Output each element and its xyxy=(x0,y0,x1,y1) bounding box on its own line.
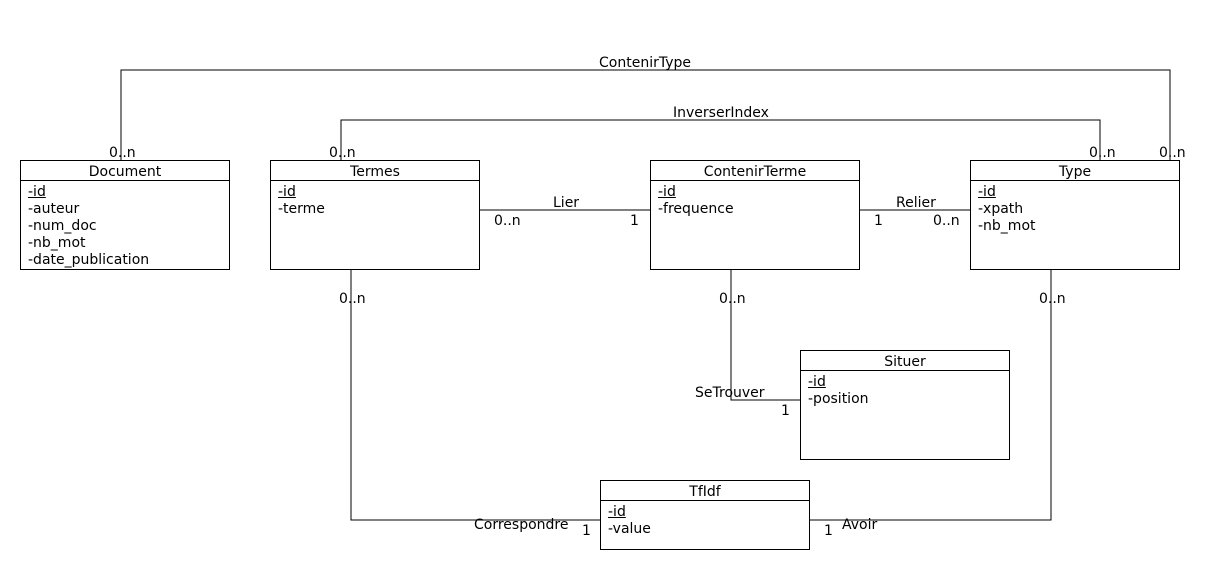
avoir-line xyxy=(810,270,1052,521)
cardinality-contenirtype-document: 0..n xyxy=(109,145,136,161)
cardinality-setrouver-contenirterme: 0..n xyxy=(719,291,746,307)
attribute-xpath: -xpath xyxy=(978,201,1024,217)
relation-name-lier: Lier xyxy=(553,195,580,211)
relation-name-contenirtype: ContenirType xyxy=(599,55,691,71)
cardinality-avoir-tfidf: 1 xyxy=(824,523,833,539)
relation-name-setrouver: SeTrouver xyxy=(695,385,765,401)
attribute-frequence: -frequence xyxy=(658,201,734,217)
attribute-nb-mot: -nb_mot xyxy=(978,218,1036,234)
attribute-id: -id xyxy=(278,184,296,200)
entity-title: ContenirTerme xyxy=(651,161,859,181)
relation-name-avoir: Avoir xyxy=(842,517,878,533)
attribute-num-doc: -num_doc xyxy=(28,218,97,234)
cardinality-setrouver-situer: 1 xyxy=(781,403,790,419)
attribute-id: -id xyxy=(608,504,626,520)
attribute-id: -id xyxy=(658,184,676,200)
attribute-id: -id xyxy=(978,184,996,200)
cardinality-contenirtype-type: 0..n xyxy=(1159,145,1186,161)
cardinality-inverserindex-termes: 0..n xyxy=(329,145,356,161)
entity-tfidf[interactable]: TfIdf -id -value xyxy=(600,480,810,550)
contenirtype-line xyxy=(120,69,1171,160)
inverserindex-line xyxy=(340,119,1101,160)
relation-name-inverserindex: InverserIndex xyxy=(673,105,769,121)
cardinality-lier-contenirterme: 1 xyxy=(630,213,639,229)
attribute-auteur: -auteur xyxy=(28,201,80,217)
attribute-id: -id xyxy=(808,374,826,390)
entity-termes[interactable]: Termes -id -terme xyxy=(270,160,480,270)
attribute-value: -value xyxy=(608,521,651,537)
cardinality-relier-contenirterme: 1 xyxy=(874,213,883,229)
attribute-nb-mot: -nb_mot xyxy=(28,235,86,251)
cardinality-avoir-type: 0..n xyxy=(1039,291,1066,307)
entity-title: Type xyxy=(971,161,1179,181)
entity-title: Document xyxy=(21,161,229,181)
cardinality-inverserindex-type: 0..n xyxy=(1089,145,1116,161)
entity-contenirterme[interactable]: ContenirTerme -id -frequence xyxy=(650,160,860,270)
entity-document[interactable]: Document -id -auteur -num_doc -nb_mot -d… xyxy=(20,160,230,270)
cardinality-correspondre-termes: 0..n xyxy=(339,291,366,307)
cardinality-lier-termes: 0..n xyxy=(494,213,521,229)
attribute-date-publication: -date_publication xyxy=(28,252,150,268)
entity-type[interactable]: Type -id -xpath -nb_mot xyxy=(970,160,1180,270)
cardinality-relier-type: 0..n xyxy=(933,213,960,229)
cardinality-correspondre-tfidf: 1 xyxy=(582,523,591,539)
attribute-terme: -terme xyxy=(278,201,325,217)
entity-title: TfIdf xyxy=(601,481,809,501)
correspondre-line xyxy=(350,270,600,521)
attribute-position: -position xyxy=(808,391,869,407)
attribute-id: -id xyxy=(28,184,46,200)
relation-name-relier: Relier xyxy=(896,195,936,211)
entity-title: Termes xyxy=(271,161,479,181)
setrouver-line xyxy=(730,270,800,401)
relation-name-correspondre: Correspondre xyxy=(474,517,569,533)
entity-situer[interactable]: Situer -id -position xyxy=(800,350,1010,460)
entity-title: Situer xyxy=(801,351,1009,371)
